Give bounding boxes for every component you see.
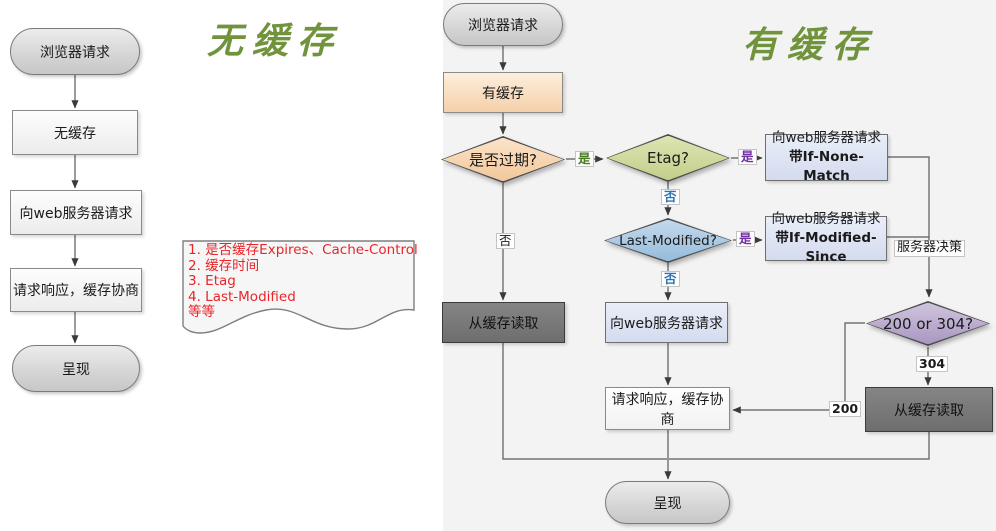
has-cache-box: 有缓存 — [443, 72, 563, 113]
left-browser-request-terminator: 浏览器请求 — [10, 28, 140, 75]
last-modified-decision-diamond: Last-Modified? — [604, 218, 732, 263]
note-line: 1. 是否缓存Expires、Cache-Control — [188, 242, 418, 258]
no-label-etag: 否 — [661, 189, 680, 206]
note-document-shape — [182, 240, 415, 334]
if-modified-since-header: 带If-Modified-Since — [775, 230, 877, 265]
left-request-server-box: 向web服务器请求 — [10, 190, 142, 235]
left-chart-title: 无缓存 — [207, 21, 343, 62]
request-line: 向web服务器请求 — [771, 211, 881, 228]
note-line: 等等 — [188, 304, 215, 320]
status-code-decision-label: 200 or 304? — [867, 302, 989, 345]
status-304-label: 304 — [916, 356, 949, 373]
cache-criteria-note: 1. 是否缓存Expires、Cache-Control 2. 缓存时间 3. … — [182, 240, 418, 337]
read-from-cache-left-box: 从缓存读取 — [442, 302, 565, 343]
right-request-server-box: 向web服务器请求 — [605, 302, 728, 343]
right-present-terminator: 呈现 — [605, 481, 730, 524]
right-browser-request-terminator: 浏览器请求 — [443, 3, 563, 46]
yes-label-etag: 是 — [738, 149, 757, 166]
right-chart-title: 有缓存 — [742, 25, 878, 66]
left-present-terminator: 呈现 — [12, 345, 140, 392]
yes-label-last-modified: 是 — [736, 231, 755, 248]
request-line: 向web服务器请求 — [772, 130, 881, 147]
note-line: 2. 缓存时间 — [188, 257, 260, 274]
read-from-cache-right-box: 从缓存读取 — [865, 387, 993, 432]
note-line: 4. Last-Modified — [188, 288, 296, 305]
no-label-last-modified: 否 — [661, 271, 680, 288]
note-text: 1. 是否缓存Expires、Cache-Control 2. 缓存时间 3. … — [188, 242, 418, 321]
yes-label-expired: 是 — [575, 151, 594, 168]
etag-decision-diamond: Etag? — [606, 134, 730, 182]
request-if-none-match-box: 向web服务器请求 带If-None-Match — [765, 130, 888, 184]
right-response-box: 请求响应，缓存协商 — [605, 387, 730, 430]
expired-decision-label: 是否过期? — [442, 137, 564, 182]
etag-decision-label: Etag? — [607, 135, 729, 181]
request-if-modified-since-box: 向web服务器请求 带If-Modified-Since — [765, 211, 887, 265]
expired-decision-diamond: 是否过期? — [441, 136, 565, 183]
status-code-decision-diamond: 200 or 304? — [866, 301, 990, 346]
no-label-expired: 否 — [496, 233, 515, 250]
server-decision-label: 服务器决策 — [894, 240, 966, 257]
left-no-cache-box: 无缓存 — [12, 110, 138, 155]
note-line: 3. Etag — [188, 273, 236, 289]
last-modified-decision-label: Last-Modified? — [605, 219, 731, 262]
if-none-match-header: 带If-None-Match — [789, 149, 864, 184]
left-response-box: 请求响应，缓存协商 — [10, 268, 142, 312]
status-200-label: 200 — [829, 401, 862, 418]
